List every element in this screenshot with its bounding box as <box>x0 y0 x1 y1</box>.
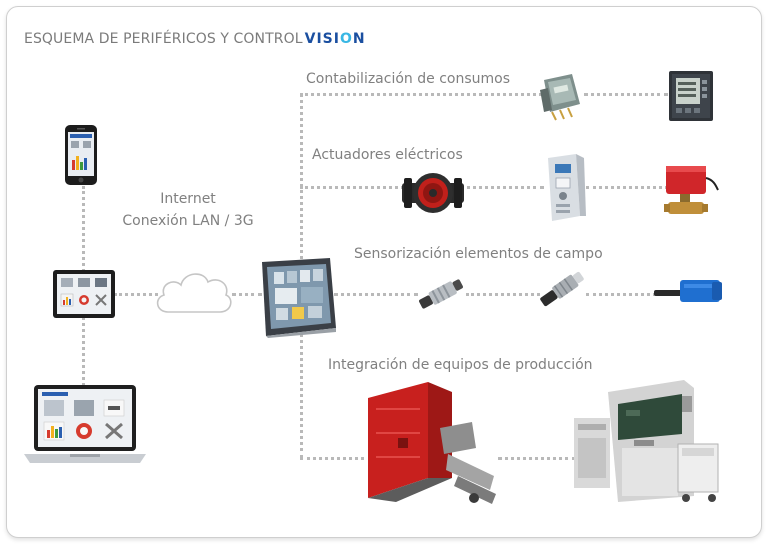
biomass-boiler-icon <box>368 382 496 504</box>
connector-branch-produccion-end <box>498 457 576 460</box>
power-analyzer-icon <box>669 71 713 121</box>
energy-meter-icon <box>540 74 580 121</box>
branch-label-produccion: Integración de equipos de producción <box>328 357 593 373</box>
title-text: ESQUEMA DE PERIFÉRICOS Y CONTROL <box>24 31 303 47</box>
clamp-sensor-icon <box>654 280 722 302</box>
tablet-icon <box>53 270 115 318</box>
circulator-pump-icon <box>402 173 464 213</box>
connector-branch-actuadores-mid <box>460 186 544 189</box>
brand-logo-part-b: O <box>339 31 353 47</box>
pellet-boiler-icon <box>574 380 719 502</box>
network-label: Internet Conexión LAN / 3G <box>112 188 264 232</box>
brand-logo-part-c: N <box>352 31 366 47</box>
touch-panel-icon <box>262 258 336 338</box>
connector-branch-actuadores-end <box>586 186 668 189</box>
laptop-icon <box>24 385 146 463</box>
proximity-sensor-icon <box>540 271 584 307</box>
connector-branch-consumos <box>300 93 542 96</box>
connector-branch-actuadores <box>300 186 404 189</box>
connector-branch-sensores <box>334 293 418 296</box>
brand-logo-part-a: VISI <box>304 31 340 47</box>
branch-label-consumos: Contabilización de consumos <box>306 71 510 87</box>
branch-label-actuadores: Actuadores eléctricos <box>312 147 463 163</box>
connector-branch-consumos-end <box>584 93 668 96</box>
connector-branch-sensores-mid <box>466 293 540 296</box>
frequency-drive-icon <box>548 154 586 221</box>
network-label-line1: Internet <box>160 191 216 207</box>
brand-logo: VISION <box>305 31 366 47</box>
motorized-valve-icon <box>664 166 719 214</box>
branch-label-sensores: Sensorización elementos de campo <box>354 246 603 262</box>
connector-tablet-cloud <box>114 293 158 296</box>
connector-branch-produccion <box>300 457 364 460</box>
connector-branch-sensores-end <box>586 293 656 296</box>
probe-sensor-icon <box>419 279 463 309</box>
connector-cloud-panel <box>232 293 262 296</box>
network-label-line2: Conexión LAN / 3G <box>122 213 254 229</box>
smartphone-icon <box>65 125 97 185</box>
cloud-icon <box>156 273 232 313</box>
